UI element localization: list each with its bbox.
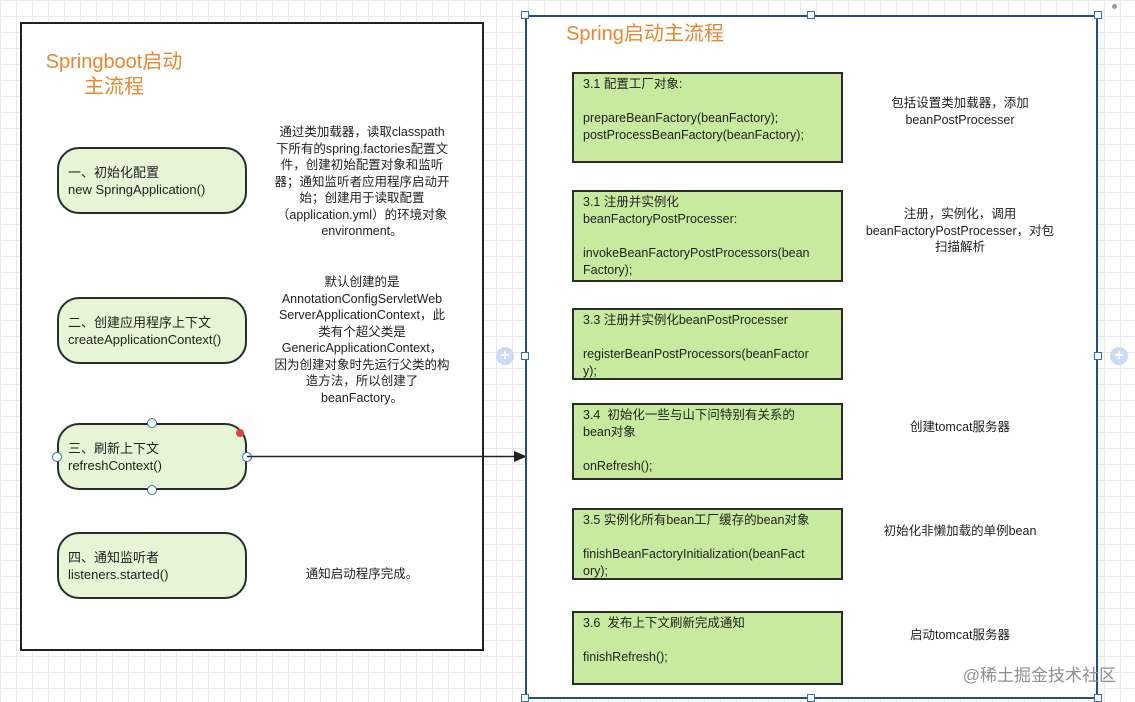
- step-label: 四、通知监听者: [68, 549, 160, 565]
- note-create-context: 默认创建的是 AnnotationConfigServletWeb Server…: [274, 275, 450, 405]
- resize-handle-bottom-left[interactable]: [521, 694, 529, 702]
- connector-arrow[interactable]: [245, 449, 530, 465]
- spring-step-3-3[interactable]: 3.3 注册并实例化beanPostProcesser registerBean…: [572, 308, 843, 380]
- error-marker: [236, 429, 244, 437]
- resize-handle-top-left[interactable]: [521, 11, 529, 19]
- step-method: refreshContext(): [68, 457, 162, 473]
- resize-handle-bottom-right[interactable]: [1094, 694, 1102, 702]
- springboot-title: Springboot启动 主流程: [30, 50, 198, 100]
- spring-title: Spring启动主流程: [566, 23, 724, 45]
- step-notify-listeners[interactable]: 四、通知监听者 listeners.started(): [57, 532, 247, 599]
- step-init-config[interactable]: 一、初始化配置 new SpringApplication(): [57, 147, 247, 214]
- connection-point-bottom[interactable]: [147, 485, 157, 495]
- resize-handle-middle-right[interactable]: [1094, 352, 1102, 360]
- note-notify-listeners: 通知启动程序完成。: [305, 567, 419, 581]
- rotate-handle-icon[interactable]: [1112, 4, 1117, 9]
- note-step-3-1a: 包括设置类加载器，添加 beanPostProcesser: [891, 96, 1029, 127]
- step-refresh-context[interactable]: 三、刷新上下文 refreshContext(): [57, 423, 247, 490]
- spring-step-3-1a[interactable]: 3.1 配置工厂对象: prepareBeanFactory(beanFacto…: [572, 72, 843, 163]
- resize-handle-middle-left[interactable]: [521, 352, 529, 360]
- spring-step-3-4[interactable]: 3.4 初始化一些与山下问特别有关系的 bean对象 onRefresh();: [572, 403, 843, 480]
- spring-step-3-5[interactable]: 3.5 实例化所有bean工厂缓存的bean对象 finishBeanFacto…: [572, 508, 843, 580]
- step-label: 三、刷新上下文: [68, 440, 160, 456]
- resize-handle-top-right[interactable]: [1094, 11, 1102, 19]
- step-method: new SpringApplication(): [68, 181, 206, 197]
- note-step-3-1b: 注册，实例化，调用 beanFactoryPostProcesser，对包 扫描…: [865, 207, 1055, 254]
- step-create-context[interactable]: 二、创建应用程序上下文 createApplicationContext(): [57, 297, 247, 364]
- watermark: @稀土掘金技术社区: [962, 666, 1116, 685]
- note-step-3-5: 初始化非懒加载的单例bean: [883, 524, 1037, 538]
- resize-handle-top-center[interactable]: [807, 11, 815, 19]
- step-label: 一、初始化配置: [68, 164, 160, 180]
- step-method: createApplicationContext(): [68, 331, 222, 347]
- step-method: listeners.started(): [68, 566, 169, 582]
- add-shape-right-icon[interactable]: +: [1110, 347, 1128, 365]
- note-step-3-6: 启动tomcat服务器: [909, 628, 1010, 642]
- springboot-title-line2: 主流程: [84, 76, 144, 98]
- note-step-3-4: 创建tomcat服务器: [909, 420, 1010, 434]
- spring-step-3-1b[interactable]: 3.1 注册并实例化 beanFactoryPostProcesser: inv…: [572, 190, 843, 282]
- note-init-config: 通过类加载器，读取classpath 下所有的spring.factories配…: [274, 125, 450, 238]
- step-label: 二、创建应用程序上下文: [68, 314, 212, 330]
- connection-point-top[interactable]: [147, 418, 157, 428]
- spring-step-3-6[interactable]: 3.6 发布上下文刷新完成通知 finishRefresh();: [572, 611, 843, 685]
- springboot-title-line1: Springboot启动: [45, 51, 183, 73]
- resize-handle-bottom-center[interactable]: [807, 694, 815, 702]
- add-shape-left-icon[interactable]: +: [496, 347, 514, 365]
- connection-point-left[interactable]: [52, 452, 62, 462]
